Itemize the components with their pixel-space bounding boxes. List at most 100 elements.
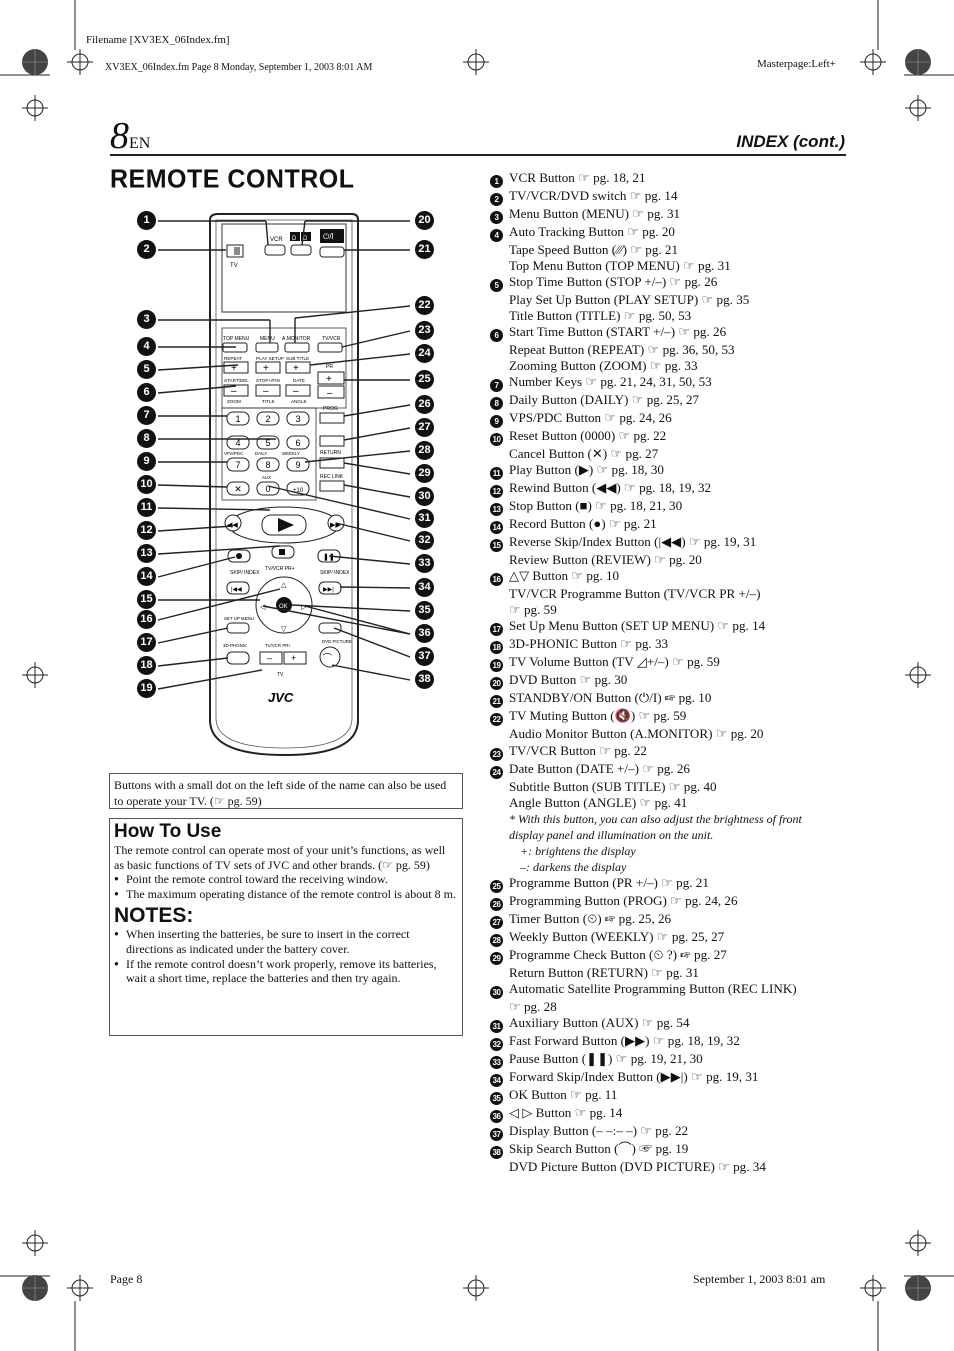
svg-text:▽: ▽ [281,626,287,633]
callout-10: 10 [137,475,156,494]
callout-3: 3 [137,310,156,329]
svg-text:TITLE: TITLE [262,399,275,404]
svg-text:◁: ◁ [260,604,266,611]
svg-text:WEEKLY: WEEKLY [282,451,300,456]
svg-text:PROG: PROG [323,406,338,412]
callout-30: 30 [415,487,434,506]
index-number-badge: 29 [490,951,503,965]
header-rule [110,154,846,156]
callout-7: 7 [137,406,156,425]
svg-text:9: 9 [295,460,300,470]
index-number-badge: 20 [490,677,503,691]
callout-16: 16 [137,610,156,629]
callout-20: 20 [415,211,434,230]
index-number-badge: 34 [490,1073,503,1087]
index-number-badge: 10 [490,433,503,447]
callout-17: 17 [137,633,156,652]
index-number-badge: 4 [490,229,503,242]
svg-text:RETURN: RETURN [320,450,341,456]
index-number-badge: 26 [490,897,503,911]
language-code: EN [129,135,151,152]
svg-text:D: D [303,236,308,242]
callout-6: 6 [137,383,156,402]
index-entry-text: Programme Button (PR +/–) ☞ pg. 21 [509,874,709,890]
index-entry-text: Stop Time Button (STOP +/–) ☞ pg. 26 [509,274,718,290]
callout-32: 32 [415,531,434,550]
svg-text:TV/VCR: TV/VCR [322,336,341,342]
callout-18: 18 [137,656,156,675]
svg-text:6: 6 [295,438,300,448]
index-entry: 5 Stop Time Button (STOP +/–) ☞ pg. 26 [490,274,850,293]
svg-text:AUX: AUX [262,475,271,480]
file-info-label: XV3EX_06Index.fm Page 8 Monday, Septembe… [105,62,373,73]
svg-text:–: – [267,653,272,663]
index-number-badge: 25 [490,879,503,893]
index-entry-text: Pause Button (❚❚) ☞ pg. 19, 21, 30 [509,1050,703,1066]
svg-text:DAILY: DAILY [255,451,267,456]
svg-text:REC LINK: REC LINK [320,474,344,480]
callout-33: 33 [415,554,434,573]
index-entry-continuation: Title Button (TITLE) ☞ pg. 50, 53 [509,308,692,324]
index-entry-text: Stop Button (■) ☞ pg. 18, 21, 30 [509,498,683,514]
callout-11: 11 [137,498,156,517]
index-entry-text: Reverse Skip/Index Button (|◀◀) ☞ pg. 19… [509,534,757,550]
index-entry-text: Play Button (▶) ☞ pg. 18, 30 [509,462,664,478]
index-entry-continuation: Audio Monitor Button (A.MONITOR) ☞ pg. 2… [509,726,764,742]
svg-text:SUB TITLE: SUB TITLE [286,356,309,361]
remote-vcr-label: VCR [270,237,283,243]
index-number-badge: 38 [490,1145,503,1159]
svg-text:▶▶: ▶▶ [330,522,341,529]
index-entry-text: Set Up Menu Button (SET UP MENU) ☞ pg. 1… [509,618,766,634]
index-number-badge: 5 [490,279,503,293]
index-number-badge: 24 [490,765,503,779]
index-number-badge: 31 [490,1019,503,1033]
svg-text:3: 3 [295,414,300,424]
index-number-badge: 13 [490,503,503,517]
tv-operation-note-box: Buttons with a small dot on the left sid… [109,773,463,809]
callout-37: 37 [415,647,434,666]
callout-9: 9 [137,452,156,471]
how-to-use-bullet: Point the remote control toward the rece… [114,872,458,887]
svg-text:⌒: ⌒ [323,653,332,663]
index-entry-text: Forward Skip/Index Button (▶▶|) ☞ pg. 19… [509,1068,759,1084]
svg-text:STOP+/FIN: STOP+/FIN [256,378,280,383]
index-entry-continuation: Zooming Button (ZOOM) ☞ pg. 33 [509,358,698,374]
svg-text:START/DEL: START/DEL [224,378,249,383]
callout-35: 35 [415,601,434,620]
remote-tv-label: TV [230,263,238,269]
index-entry-text: TV Muting Button (🔇) ☞ pg. 59 [509,708,687,724]
svg-text:OK: OK [279,604,288,610]
index-entry-text: Menu Button (MENU) ☞ pg. 31 [509,206,681,221]
callout-29: 29 [415,464,434,483]
callout-27: 27 [415,418,434,437]
svg-text:❚❚: ❚❚ [323,553,335,561]
index-entry-text: STANDBY/ON Button (⏻/I) ☞ pg. 10 [509,690,712,706]
index-entry-continuation: Angle Button (ANGLE) ☞ pg. 41 [509,794,688,810]
svg-text:DVD PICTURE: DVD PICTURE [322,639,352,644]
index-entry: 16△▽ Button ☞ pg. 10 [490,568,850,587]
how-to-use-intro: The remote control can operate most of y… [114,843,446,872]
index-entry-continuation: Review Button (REVIEW) ☞ pg. 20 [509,552,702,568]
index-entry-continuation: ☞ pg. 28 [509,998,557,1014]
callout-5: 5 [137,360,156,379]
index-entry-continuation: DVD Picture Button (DVD PICTURE) ☞ pg. 3… [509,1158,766,1174]
svg-text:7: 7 [235,460,240,470]
callout-1: 1 [137,211,156,230]
index-entry: 34 Forward Skip/Index Button (▶▶|) ☞ pg. … [490,1069,850,1087]
callout-14: 14 [137,567,156,586]
index-entry-continuation: Tape Speed Button (⁄⁄⁄) ☞ pg. 21 [509,242,679,257]
index-entry-text: Daily Button (DAILY) ☞ pg. 25, 27 [509,392,700,408]
index-entry: 36◁ ▷ Button ☞ pg. 14 [490,1105,850,1123]
